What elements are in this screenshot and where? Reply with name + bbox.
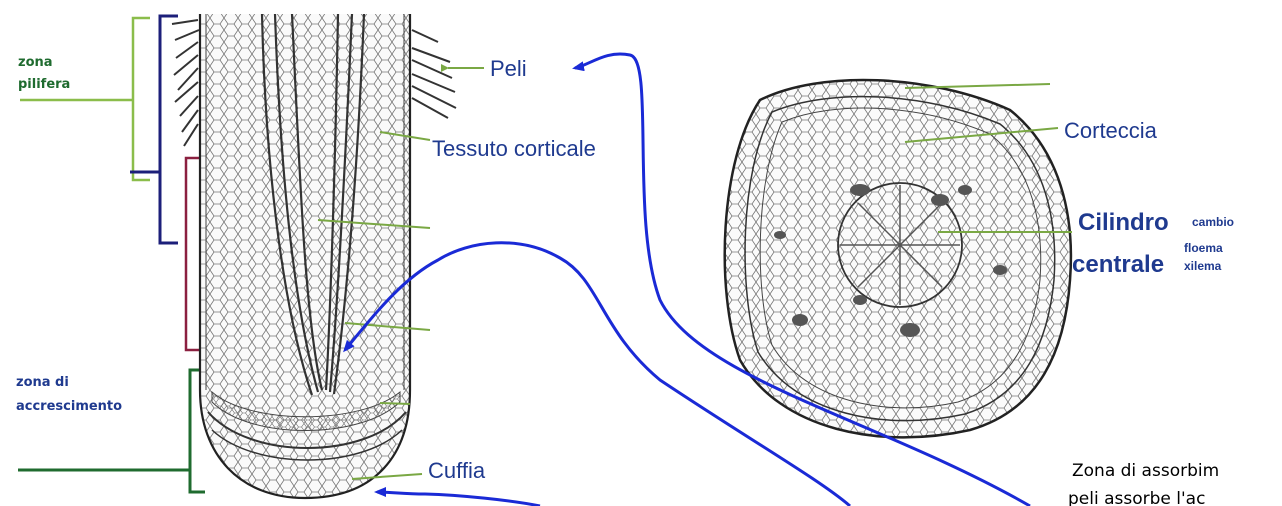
pointer-meristem [380, 403, 410, 404]
arrow-to-cuffia [377, 492, 540, 506]
label-xilema: xilema [1184, 259, 1222, 273]
label-floema: floema [1184, 241, 1223, 255]
zone-accrescimento-label: zona di accrescimento [16, 375, 122, 414]
zone-pilifera-label: zona pilifera [18, 55, 70, 92]
bracket-navy [130, 16, 178, 243]
root-cross-section [710, 60, 1090, 460]
annotation-note: Zona di assorbim peli assorbe l'ac [1068, 461, 1225, 506]
label-peli: Peli [490, 56, 527, 81]
label-cilindro: Cilindro [1078, 209, 1169, 236]
bracket-pilifera-green [20, 18, 150, 180]
root-longitudinal-section [172, 10, 456, 505]
label-cambio: cambio [1192, 215, 1234, 229]
label-corteccia: Corteccia [1064, 118, 1158, 143]
label-tessuto-corticale: Tessuto corticale [432, 136, 596, 161]
label-cuffia: Cuffia [428, 458, 486, 483]
label-centrale: centrale [1072, 251, 1164, 278]
